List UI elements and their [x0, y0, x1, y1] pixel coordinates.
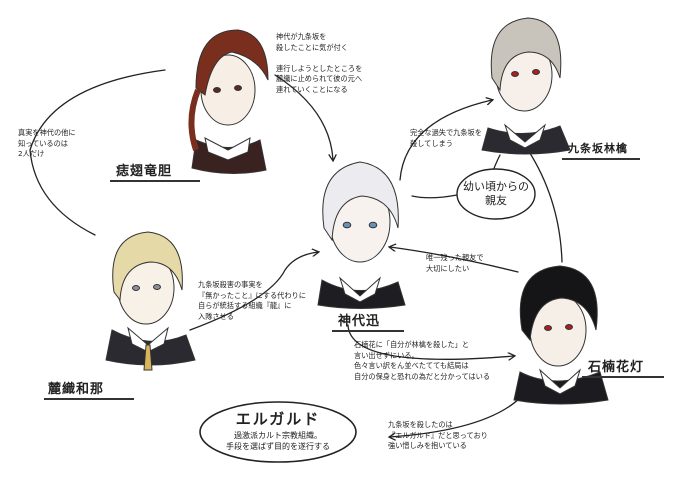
- note-ryutan-secret: 真実を神代の他に 知っているのは 2人だけ: [18, 128, 76, 158]
- arrow-kamishiro-to-kujozaka: [399, 100, 492, 181]
- name-underline: [582, 376, 664, 378]
- line-kujozaka-to-ishikusu: [527, 149, 563, 263]
- name-underline: [332, 330, 404, 332]
- note-kamishiro-to-kujozaka: 完全な過失で九条坂を 殺してしまう: [410, 128, 482, 148]
- name-kamishiro: 神代迅: [338, 314, 381, 329]
- name-rokushiki: 麓織和那: [48, 382, 105, 397]
- arrow-ishikusu-to-org: [390, 394, 524, 437]
- name-kujozaka: 九条坂林檎: [568, 142, 628, 155]
- kamishiro-portrait: [317, 161, 406, 309]
- arrow-ryutan-to-kamishiro: [274, 74, 333, 160]
- note-rokushiki-to-kamishiro: 九条坂殺害の事実を 『無かったこと』にする代わりに 自らが統括する組織『龍』に …: [198, 280, 306, 321]
- ryutan-portrait: [188, 29, 269, 175]
- arrow-kamishiro-to-ishikusu: [347, 324, 514, 359]
- name-ryutan: 痣翅竜胆: [116, 164, 173, 179]
- name-ishikusu: 石楠花灯: [588, 360, 645, 375]
- childhood-friends-bubble: [456, 168, 536, 220]
- line-bubble-to-kamishiro: [411, 194, 458, 199]
- arrow-ishikusu-to-kamishiro: [390, 247, 519, 273]
- name-underline: [110, 180, 200, 182]
- note-kamishiro-to-ishikusu: 石楠花に「自分が林檎を殺した」と 言い出せずにいる。 色々言い訳をん並べたてても…: [354, 340, 491, 381]
- arrow-rokushiki-to-kamishiro: [189, 252, 318, 331]
- childhood-friends-label: 幼い頃からの 親友: [463, 180, 529, 207]
- note-ishikusu-to-org: 九条坂を殺したのは 『エルガルド』だと思っており 強い憎しみを抱いている: [388, 420, 488, 450]
- line-ryutan-to-rokushiki: [29, 69, 166, 236]
- note-ryutan-to-kamishiro: 神代が九条坂を 殺したことに気が付く 連行しようとしたところを 麓織に止められて…: [276, 32, 363, 94]
- name-underline: [562, 158, 640, 160]
- rokushiki-portrait: [105, 231, 196, 371]
- organization-description: 過激派カルト宗教組織。 手段を選ばず目的を遂行する: [226, 431, 330, 451]
- ishikusu-portrait: [513, 265, 609, 405]
- organization-bubble: [199, 401, 357, 463]
- name-underline: [44, 398, 134, 400]
- organization-name: エルガルド: [235, 410, 321, 428]
- kujozaka-portrait: [481, 17, 571, 155]
- note-ishikusu-to-kamishiro: 唯一残った親友で 大切にしたい: [426, 253, 484, 273]
